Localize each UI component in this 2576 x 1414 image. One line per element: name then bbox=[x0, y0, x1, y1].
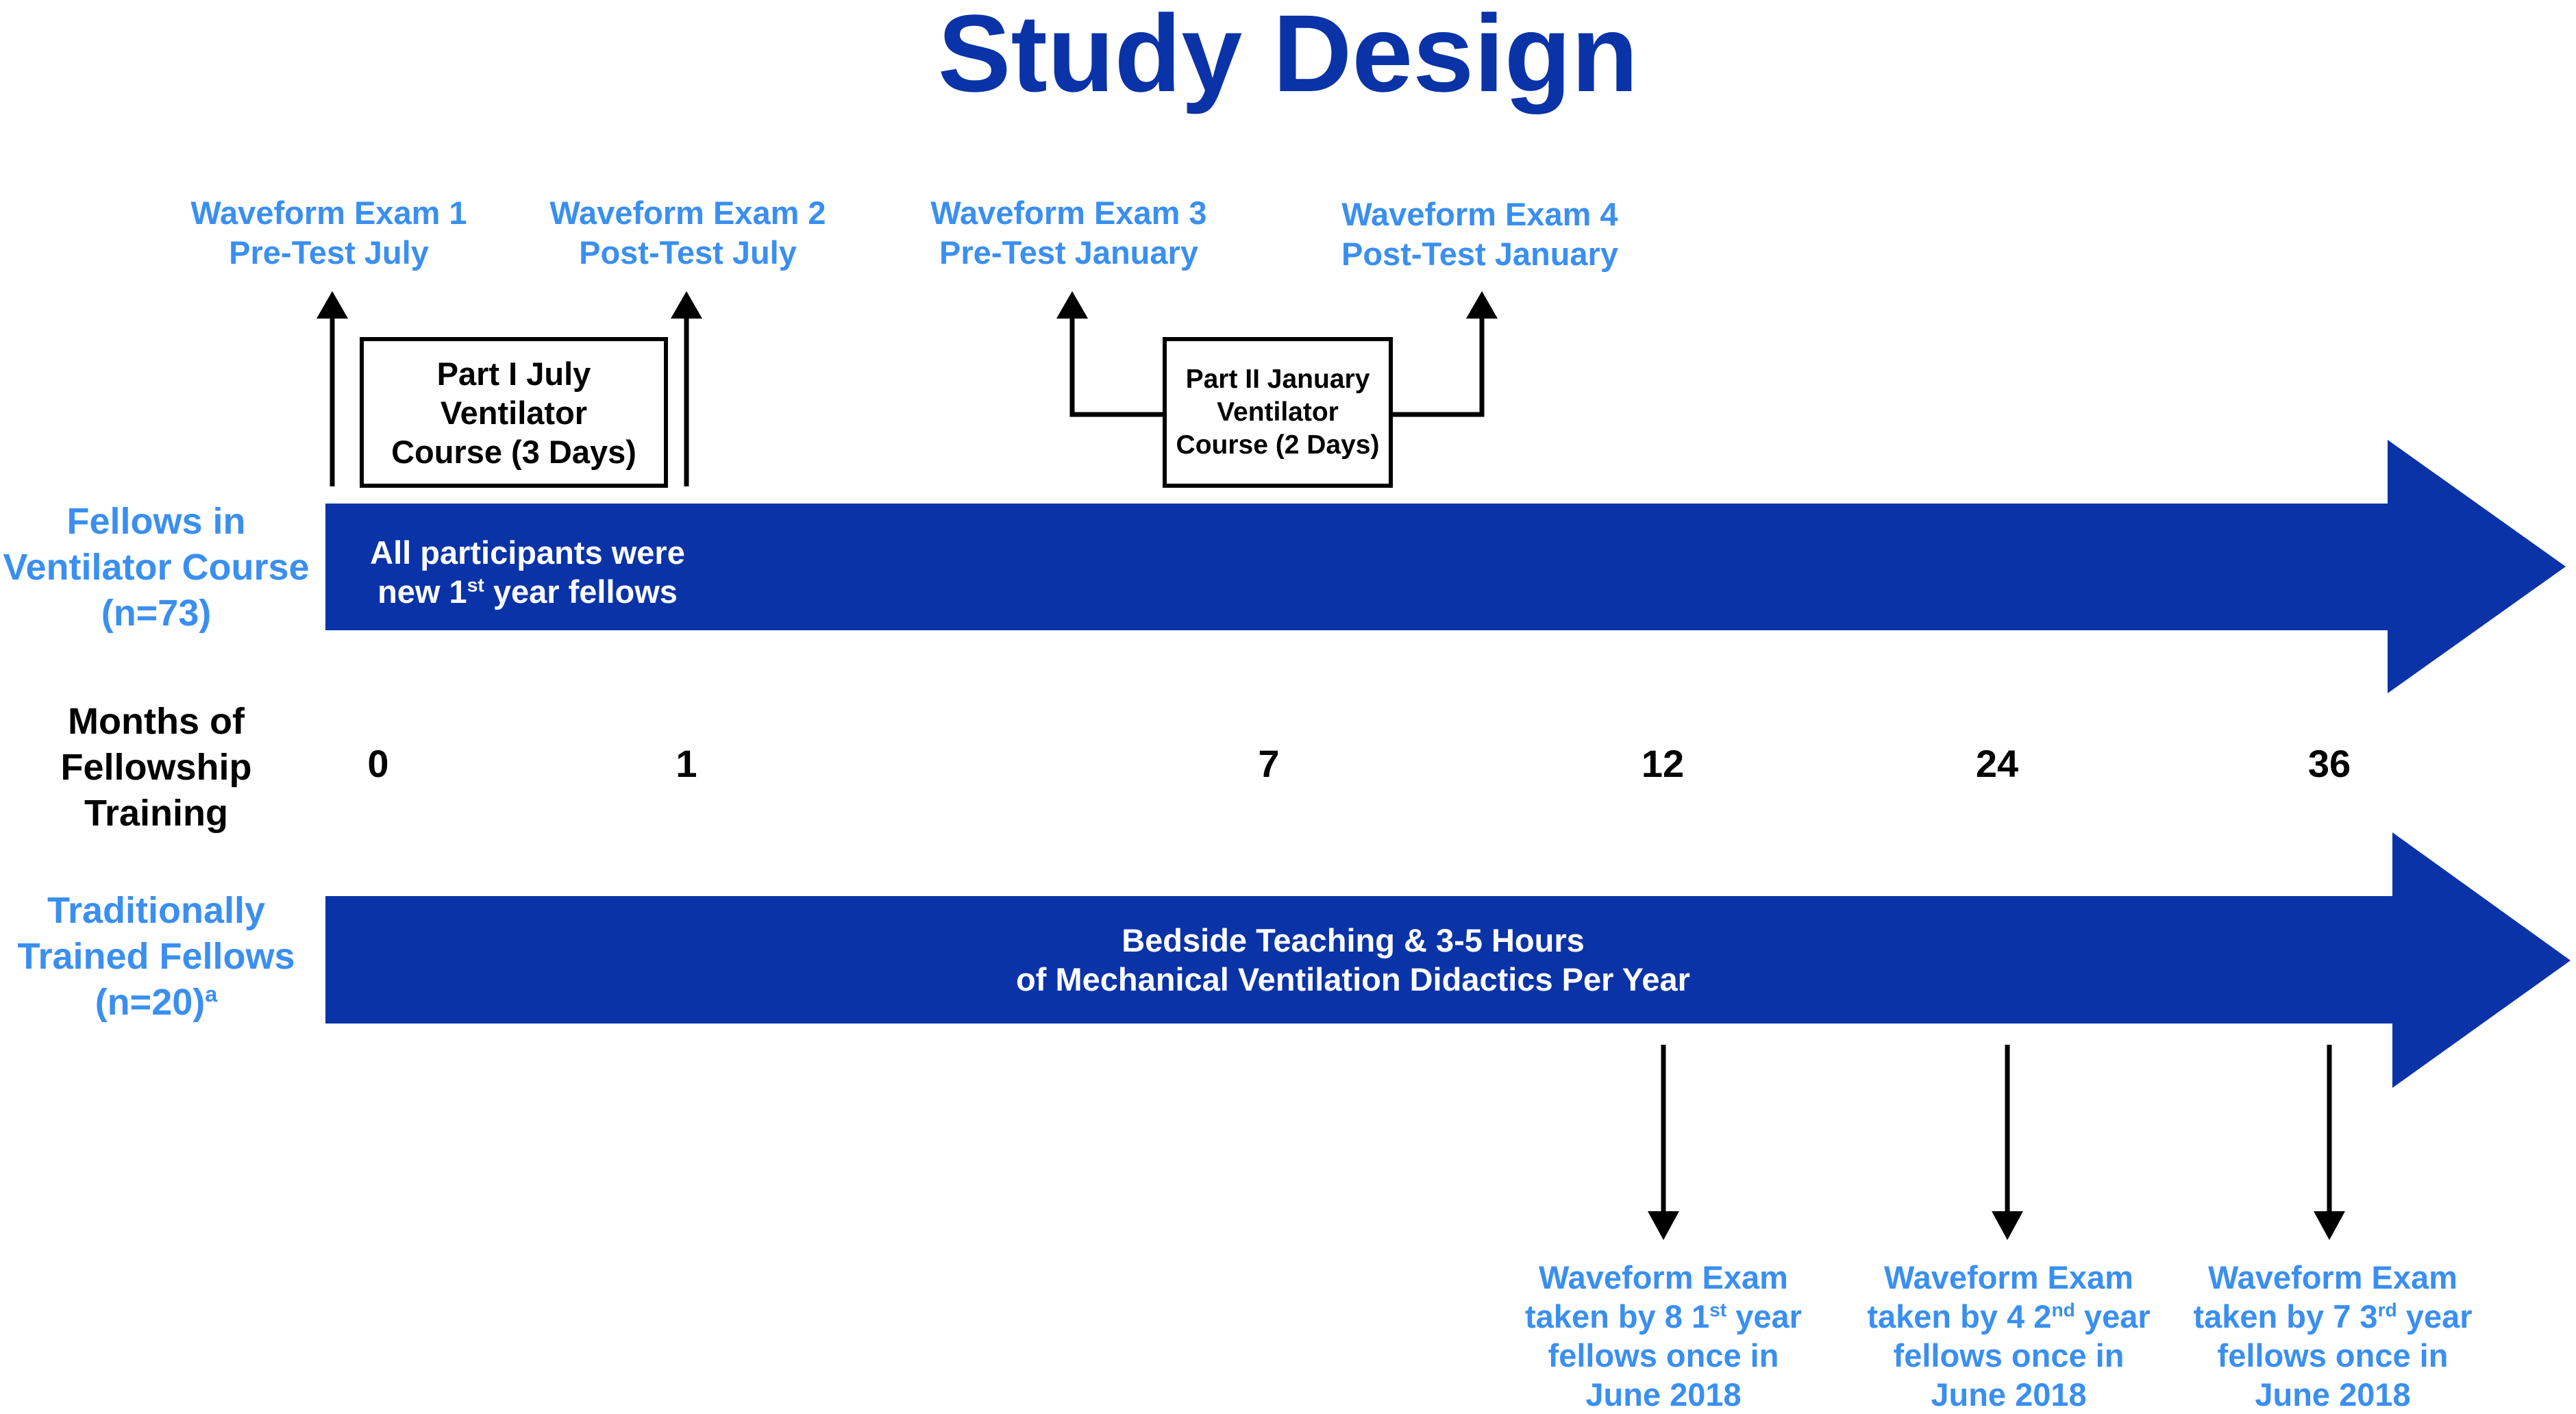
month-12: 12 bbox=[1641, 742, 1685, 785]
exam3-title: Waveform Exam 3 bbox=[930, 195, 1207, 231]
exam2-label: Waveform Exam 2 Post-Test July bbox=[496, 193, 880, 273]
year2-exam-line2-sup: nd bbox=[2051, 1298, 2075, 1321]
part1-line3: Course (3 Days) bbox=[391, 433, 636, 470]
exam4-bracket-arrow bbox=[1389, 291, 1498, 417]
year3-exam-line2: taken by 7 3rd year bbox=[2155, 1297, 2511, 1336]
month-1: 1 bbox=[676, 742, 697, 785]
year3-exam-label: Waveform Exam taken by 7 3rd year fellow… bbox=[2155, 1258, 2511, 1414]
part1-line2: Ventilator bbox=[440, 394, 588, 431]
month-7: 7 bbox=[1258, 742, 1280, 785]
year1-exam-line4: June 2018 bbox=[1585, 1376, 1742, 1413]
exam2-subtitle: Post-Test July bbox=[579, 234, 797, 271]
traditional-row-label: Traditionally Trained Fellows (n=20)a bbox=[0, 888, 317, 1026]
traditional-row-label-line3: (n=20)a bbox=[0, 980, 317, 1026]
months-row-label-line2: Fellowship bbox=[60, 747, 252, 788]
course-bar-line2-pre: new 1 bbox=[377, 573, 467, 610]
traditional-count: (n=20) bbox=[95, 982, 206, 1023]
course-bar-text: All participants were new 1st year fello… bbox=[336, 533, 719, 611]
course-row-label-line1: Fellows in bbox=[66, 501, 246, 542]
exam2-up-arrow bbox=[671, 291, 702, 486]
course-row-label-line3: (n=73) bbox=[101, 593, 212, 634]
month-24: 24 bbox=[1975, 742, 2019, 785]
year3-exam-line1: Waveform Exam bbox=[2208, 1259, 2457, 1295]
course-bar-line1: All participants were bbox=[370, 534, 685, 571]
traditional-bar-text: Bedside Teaching & 3-5 Hours of Mechanic… bbox=[942, 921, 1764, 999]
month-0: 0 bbox=[367, 742, 389, 785]
year2-exam-line2-pre: taken by 4 2 bbox=[1867, 1298, 2052, 1335]
month-36: 36 bbox=[2307, 742, 2351, 785]
traditional-row-label-line2: Trained Fellows bbox=[17, 936, 295, 977]
page-title: Study Design bbox=[937, 0, 1639, 114]
year1-exam-line1: Waveform Exam bbox=[1539, 1259, 1788, 1295]
part2-line2: Ventilator bbox=[1217, 397, 1339, 427]
year1-exam-line2-post: year bbox=[1726, 1298, 1802, 1335]
year3-exam-line2-pre: taken by 7 3 bbox=[2193, 1298, 2378, 1335]
year3-exam-line4: June 2018 bbox=[2255, 1376, 2411, 1413]
year1-down-arrow bbox=[1648, 1045, 1679, 1240]
year3-exam-line2-post: year bbox=[2397, 1298, 2473, 1335]
year1-exam-line2: taken by 8 1st year bbox=[1485, 1297, 1842, 1336]
exam4-subtitle: Post-Test January bbox=[1341, 236, 1618, 272]
months-row-label: Months of Fellowship Training bbox=[0, 699, 317, 836]
course-bar-line2-sup: st bbox=[467, 573, 484, 596]
exam1-title: Waveform Exam 1 bbox=[190, 195, 467, 231]
traditional-timeline-arrow bbox=[325, 832, 2571, 1088]
part1-course-box: Part I July Ventilator Course (3 Days) bbox=[360, 337, 668, 488]
year2-down-arrow bbox=[1992, 1045, 2023, 1240]
year3-exam-line3: fellows once in bbox=[2217, 1337, 2449, 1374]
exam1-subtitle: Pre-Test July bbox=[229, 234, 429, 271]
year2-exam-line2-post: year bbox=[2075, 1298, 2151, 1335]
footnote-marker: a bbox=[205, 982, 218, 1006]
exam4-label: Waveform Exam 4 Post-Test January bbox=[1288, 195, 1672, 274]
traditional-bar-line1: Bedside Teaching & 3-5 Hours bbox=[1122, 922, 1585, 958]
year2-exam-line3: fellows once in bbox=[1893, 1337, 2125, 1374]
exam1-up-arrow bbox=[317, 291, 348, 486]
year3-exam-line2-sup: rd bbox=[2377, 1298, 2397, 1321]
year2-exam-line1: Waveform Exam bbox=[1884, 1259, 2133, 1295]
part2-line1: Part II January bbox=[1185, 364, 1370, 394]
part2-line3: Course (2 Days) bbox=[1176, 430, 1380, 460]
year1-exam-line2-pre: taken by 8 1 bbox=[1525, 1298, 1710, 1335]
year3-down-arrow bbox=[2314, 1045, 2345, 1240]
exam4-title: Waveform Exam 4 bbox=[1341, 196, 1618, 232]
course-timeline-arrow bbox=[325, 440, 2566, 693]
exam3-bracket-arrow bbox=[1056, 291, 1166, 417]
exam2-title: Waveform Exam 2 bbox=[549, 195, 826, 231]
traditional-row-label-line1: Traditionally bbox=[47, 890, 266, 931]
year1-exam-label: Waveform Exam taken by 8 1st year fellow… bbox=[1485, 1258, 1842, 1414]
course-bar-line2-post: year fellows bbox=[484, 573, 678, 610]
year2-exam-label: Waveform Exam taken by 4 2nd year fellow… bbox=[1831, 1258, 2187, 1414]
year1-exam-line2-sup: st bbox=[1709, 1298, 1727, 1321]
exam3-label: Waveform Exam 3 Pre-Test January bbox=[877, 193, 1261, 273]
traditional-bar-line2: of Mechanical Ventilation Didactics Per … bbox=[1016, 961, 1690, 997]
part2-course-box: Part II January Ventilator Course (2 Day… bbox=[1163, 337, 1393, 488]
year2-exam-line2: taken by 4 2nd year bbox=[1831, 1297, 2187, 1336]
year2-exam-line4: June 2018 bbox=[1931, 1376, 2087, 1413]
course-row-label: Fellows in Ventilator Course (n=73) bbox=[0, 499, 317, 636]
part1-line1: Part I July bbox=[436, 355, 591, 392]
course-bar-line2: new 1st year fellows bbox=[336, 572, 719, 611]
months-row-label-line1: Months of bbox=[68, 701, 245, 742]
year1-exam-line3: fellows once in bbox=[1548, 1337, 1779, 1374]
course-row-label-line2: Ventilator Course bbox=[3, 547, 310, 588]
exam1-label: Waveform Exam 1 Pre-Test July bbox=[137, 193, 521, 273]
exam3-subtitle: Pre-Test January bbox=[939, 234, 1198, 271]
months-row-label-line3: Training bbox=[84, 793, 228, 834]
